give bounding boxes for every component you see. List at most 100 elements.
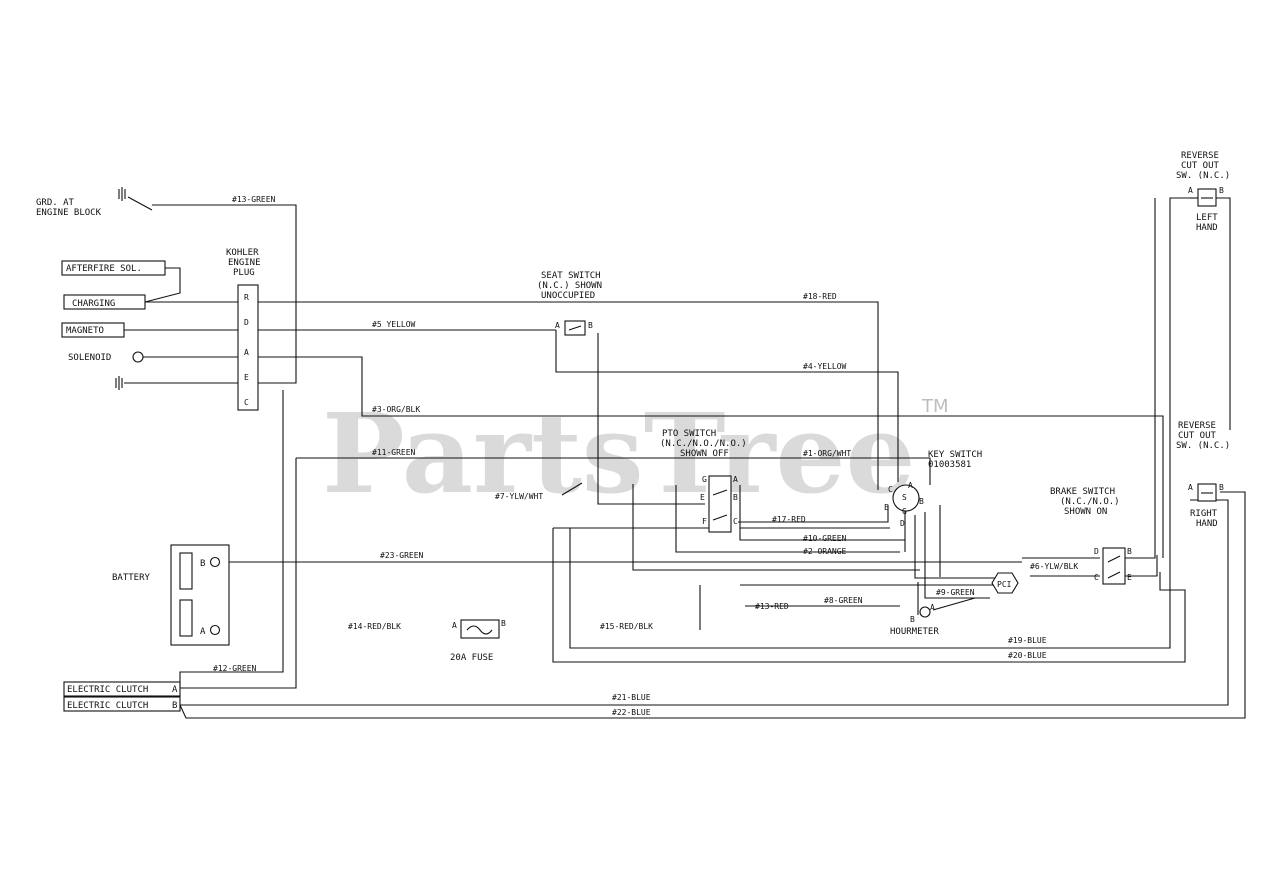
seat-pin-b: B <box>588 321 593 330</box>
rev-left-label-1: REVERSE <box>1181 151 1219 161</box>
afterfire-box <box>61 260 166 276</box>
wire-labels: #13-GREEN #18-RED #5 YELLOW #4-YELLOW #3… <box>213 195 1078 717</box>
wire-label-11-green: #11-GREEN <box>372 448 416 457</box>
wire-label-23-green: #23-GREEN <box>380 551 424 560</box>
battery-label: BATTERY <box>112 573 151 583</box>
wire-paths <box>124 196 1246 719</box>
wire-label-8-green: #8-GREEN <box>824 596 863 605</box>
clutch-a-label: ELECTRIC CLUTCH <box>67 685 148 695</box>
magneto: MAGNETO <box>61 322 125 338</box>
watermark-tm: TM <box>921 396 949 417</box>
key-pin-e: E <box>884 503 889 512</box>
reverse-switch-left: REVERSE CUT OUT SW. (N.C.) A B LEFT HAND <box>1176 151 1230 233</box>
electric-clutch: ELECTRIC CLUTCH A ELECTRIC CLUTCH B <box>63 681 181 712</box>
battery-cell-2 <box>179 599 193 637</box>
battery-pin-b: B <box>200 559 205 569</box>
key-switch-body-icon <box>892 484 920 512</box>
rev-right-pin-a: A <box>1188 483 1193 492</box>
rev-left-label-3: SW. (N.C.) <box>1176 171 1230 181</box>
pto-label-3: SHOWN OFF <box>680 449 729 459</box>
pto-switch-body <box>708 475 732 533</box>
brake-switch-body <box>1102 547 1126 585</box>
wire-label-13-red: #13-RED <box>755 602 789 611</box>
fuse-20a: A B 20A FUSE <box>450 619 506 663</box>
clutch-b-box <box>63 696 181 712</box>
charging-box <box>63 294 146 310</box>
charging: CHARGING <box>63 294 146 310</box>
brake-contact-icon <box>1107 555 1121 579</box>
seat-pin-a: A <box>555 321 560 330</box>
plug-pin-d: D <box>244 318 249 327</box>
rev-right-label-2: CUT OUT <box>1178 431 1217 441</box>
brake-label-1: BRAKE SWITCH <box>1050 487 1115 497</box>
brake-switch: BRAKE SWITCH (N.C./N.O.) SHOWN ON D B C … <box>1050 487 1132 585</box>
solenoid-terminal-icon <box>132 351 144 363</box>
clutch-symbol-label: PCI <box>997 580 1012 589</box>
wire-label-1-org-wht: #1-ORG/WHT <box>803 449 851 458</box>
wire-label-13-green: #13-GREEN <box>232 195 276 204</box>
afterfire-sol: AFTERFIRE SOL. <box>61 260 166 276</box>
ground-icon-2 <box>115 376 123 390</box>
pto-label-2: (N.C./N.O./N.O.) <box>660 439 747 449</box>
wire-label-10-green: #10-GREEN <box>803 534 847 543</box>
brake-pin-d: D <box>1094 547 1099 556</box>
wire-label-22-blue: #22-BLUE <box>612 708 651 717</box>
wire-label-9-green: #9-GREEN <box>936 588 975 597</box>
seat-switch-contact-icon <box>568 325 582 331</box>
pto-pin-f: F <box>702 517 707 526</box>
charging-label: CHARGING <box>72 299 115 309</box>
wire-label-5-yellow: #5 YELLOW <box>372 320 416 329</box>
battery-terminal-b-icon <box>209 556 221 568</box>
wire-label-14-red-blk: #14-RED/BLK <box>348 622 401 631</box>
rev-right-label-1: REVERSE <box>1178 421 1216 431</box>
key-pin-c: C <box>888 485 893 494</box>
seat-switch: SEAT SWITCH (N.C.) SHOWN UNOCCUPIED A B <box>537 271 602 336</box>
brake-label-2: (N.C./N.O.) <box>1060 497 1120 507</box>
battery-pin-a: A <box>200 627 206 637</box>
rev-left-pin-a: A <box>1188 186 1193 195</box>
key-pin-a: A <box>908 481 913 490</box>
pto-pin-c: C <box>733 517 738 526</box>
pto-clutch-symbol: PCI <box>991 572 1019 594</box>
rev-right-label-3: SW. (N.C.) <box>1176 441 1230 451</box>
fuse-icon <box>466 625 493 635</box>
left-hand-1: LEFT <box>1196 213 1218 223</box>
rev-left-label-2: CUT OUT <box>1181 161 1220 171</box>
hourmeter: B A HOURMETER <box>890 603 939 637</box>
key-switch: KEY SWITCH 01003581 C A S B E G D <box>884 450 982 528</box>
plug-pin-c: C <box>244 398 249 407</box>
brake-label-3: SHOWN ON <box>1064 507 1107 517</box>
fuse-pin-a: A <box>452 621 457 630</box>
grd-label-1: GRD. AT <box>36 198 75 208</box>
pto-switch: PTO SWITCH (N.C./N.O./N.O.) SHOWN OFF G … <box>660 429 747 533</box>
pto-pin-b: B <box>733 493 738 502</box>
plug-pin-r: R <box>244 293 249 302</box>
wire-label-20-blue: #20-BLUE <box>1008 651 1047 660</box>
afterfire-label: AFTERFIRE SOL. <box>66 264 142 274</box>
key-label-1: KEY SWITCH <box>928 450 982 460</box>
wire-label-15-red-blk: #15-RED/BLK <box>600 622 653 631</box>
key-pin-b: B <box>919 497 924 506</box>
key-pin-g: G <box>902 507 907 516</box>
rev-left-pin-b: B <box>1219 186 1224 195</box>
solenoid: SOLENOID <box>68 351 144 363</box>
wire-label-18-red: #18-RED <box>803 292 837 301</box>
right-hand-1: RIGHT <box>1190 509 1218 519</box>
hourmeter-label: HOURMETER <box>890 627 939 637</box>
wire-label-19-blue: #19-BLUE <box>1008 636 1047 645</box>
clutch-b-pin: B <box>172 701 177 711</box>
wire-label-6-ylw-blk: #6-YLW/BLK <box>1030 562 1078 571</box>
pto-contact-icon <box>712 489 728 521</box>
brake-pin-b: B <box>1127 547 1132 556</box>
battery: BATTERY B A <box>112 544 230 646</box>
wire-label-2-orange: #2-ORANGE <box>803 547 847 556</box>
grd-label-2: ENGINE BLOCK <box>36 208 102 218</box>
hour-pin-b: B <box>910 615 915 624</box>
kohler-label-1: KOHLER <box>226 248 259 258</box>
hour-pin-a: A <box>930 603 935 612</box>
pto-pin-e: E <box>700 493 705 502</box>
seat-label-1: SEAT SWITCH <box>541 271 601 281</box>
magneto-box <box>61 322 125 338</box>
clutch-a-box <box>63 681 181 697</box>
wire-label-21-blue: #21-BLUE <box>612 693 651 702</box>
